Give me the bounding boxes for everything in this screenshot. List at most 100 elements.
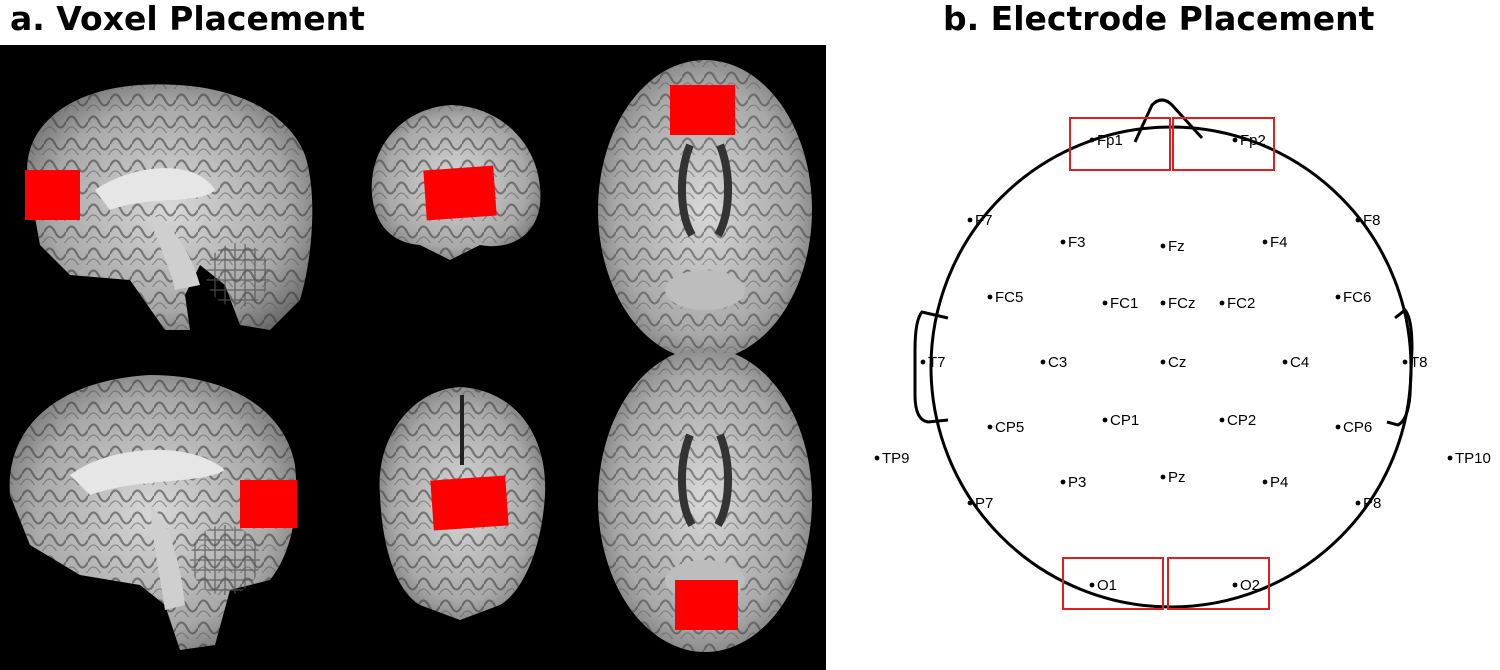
electrode-dot xyxy=(967,500,973,506)
electrode-label: P8 xyxy=(1363,495,1381,512)
electrode-label: FC1 xyxy=(1110,295,1138,312)
voxel-frontal-1 xyxy=(25,170,80,220)
highlight-box-o1 xyxy=(1062,557,1164,610)
electrode-cz: Cz xyxy=(1160,354,1186,371)
electrode-dot xyxy=(1219,417,1225,423)
highlight-box-o2 xyxy=(1167,557,1270,610)
left-ear xyxy=(913,310,949,424)
electrode-pz: Pz xyxy=(1160,469,1186,486)
electrode-label: C3 xyxy=(1048,354,1067,371)
electrode-dot xyxy=(1089,582,1095,588)
electrode-label: Fp2 xyxy=(1240,132,1266,149)
electrode-o2: O2 xyxy=(1232,577,1260,594)
electrode-label: Pz xyxy=(1168,469,1186,486)
electrode-label: CP1 xyxy=(1110,412,1139,429)
electrode-fc6: FC6 xyxy=(1335,289,1371,306)
electrode-fz: Fz xyxy=(1160,238,1185,255)
electrode-label: F3 xyxy=(1068,234,1086,251)
electrode-label: P7 xyxy=(975,495,993,512)
electrode-dot xyxy=(1355,217,1361,223)
voxel-frontal-3 xyxy=(670,85,735,135)
electrode-fc1: FC1 xyxy=(1102,295,1138,312)
electrode-label: P3 xyxy=(1068,474,1086,491)
electrode-dot xyxy=(1160,474,1166,480)
electrode-o1: O1 xyxy=(1089,577,1117,594)
voxel-markers xyxy=(25,85,738,630)
electrode-label: CP5 xyxy=(995,419,1024,436)
electrode-fp2: Fp2 xyxy=(1232,132,1266,149)
voxel-frontal-2 xyxy=(423,165,497,221)
electrode-label: T8 xyxy=(1410,354,1428,371)
electrode-p8: P8 xyxy=(1355,495,1381,512)
electrode-p7: P7 xyxy=(967,495,993,512)
electrode-label: Fz xyxy=(1168,238,1185,255)
electrode-cp6: CP6 xyxy=(1335,419,1372,436)
electrode-dot xyxy=(987,424,993,430)
electrode-tp9: TP9 xyxy=(874,450,910,467)
electrode-dot xyxy=(1335,424,1341,430)
head-outline xyxy=(913,98,1414,609)
electrode-label: CP2 xyxy=(1227,412,1256,429)
electrode-dot xyxy=(1262,239,1268,245)
electrode-dot xyxy=(1447,455,1453,461)
electrode-label: FCz xyxy=(1168,295,1196,312)
panel-b-title: b. Electrode Placement xyxy=(943,0,1375,38)
voxel-occipital-4 xyxy=(240,480,297,528)
sagittal-slice-top xyxy=(27,84,313,330)
electrode-cp2: CP2 xyxy=(1219,412,1256,429)
electrode-dot xyxy=(1402,359,1408,365)
sagittal-slice-bottom xyxy=(9,375,297,650)
electrode-c3: C3 xyxy=(1040,354,1067,371)
panel-a-title: a. Voxel Placement xyxy=(10,0,365,38)
electrode-dot xyxy=(1060,239,1066,245)
voxel-occipital-6 xyxy=(675,580,738,630)
electrode-dot xyxy=(1232,582,1238,588)
electrode-dot xyxy=(987,294,993,300)
highlight-box-fp2 xyxy=(1172,117,1275,171)
electrode-t8: T8 xyxy=(1402,354,1428,371)
nose xyxy=(1133,98,1204,143)
electrode-dot xyxy=(1102,300,1108,306)
electrode-t7: T7 xyxy=(920,354,946,371)
electrode-label: F7 xyxy=(975,212,993,229)
electrode-label: O1 xyxy=(1097,577,1117,594)
electrode-label: P4 xyxy=(1270,474,1288,491)
electrode-dot xyxy=(1219,300,1225,306)
electrode-f7: F7 xyxy=(967,212,993,229)
electrode-dot xyxy=(1060,479,1066,485)
mri-panel xyxy=(0,45,826,670)
electrode-label: CP6 xyxy=(1343,419,1372,436)
electrode-dot xyxy=(1040,359,1046,365)
electrode-p4: P4 xyxy=(1262,474,1288,491)
electrode-cp1: CP1 xyxy=(1102,412,1139,429)
electrode-tp10: TP10 xyxy=(1447,450,1491,467)
electrode-dot xyxy=(967,217,973,223)
electrode-label: FC2 xyxy=(1227,295,1255,312)
electrode-dot xyxy=(920,359,926,365)
electrode-dot xyxy=(1102,417,1108,423)
electrode-label: Cz xyxy=(1168,354,1186,371)
electrode-label: TP10 xyxy=(1455,450,1491,467)
electrode-c4: C4 xyxy=(1282,354,1309,371)
electrode-dot xyxy=(1232,137,1238,143)
electrode-fcz: FCz xyxy=(1160,295,1196,312)
electrode-label: T7 xyxy=(928,354,946,371)
electrode-fc2: FC2 xyxy=(1219,295,1255,312)
electrode-label: FC5 xyxy=(995,289,1023,306)
electrode-label: O2 xyxy=(1240,577,1260,594)
electrode-f4: F4 xyxy=(1262,234,1288,251)
highlight-box-fp1 xyxy=(1069,117,1171,171)
electrode-label: F8 xyxy=(1363,212,1381,229)
electrode-cp5: CP5 xyxy=(987,419,1024,436)
electrode-fp1: Fp1 xyxy=(1089,132,1123,149)
electrode-dot xyxy=(1282,359,1288,365)
electrode-dot xyxy=(1160,359,1166,365)
voxel-occipital-5 xyxy=(430,475,509,531)
electrode-dot xyxy=(1089,137,1095,143)
electrode-dot xyxy=(1355,500,1361,506)
electrode-p3: P3 xyxy=(1060,474,1086,491)
electrode-label: TP9 xyxy=(882,450,910,467)
electrode-dot xyxy=(1160,300,1166,306)
